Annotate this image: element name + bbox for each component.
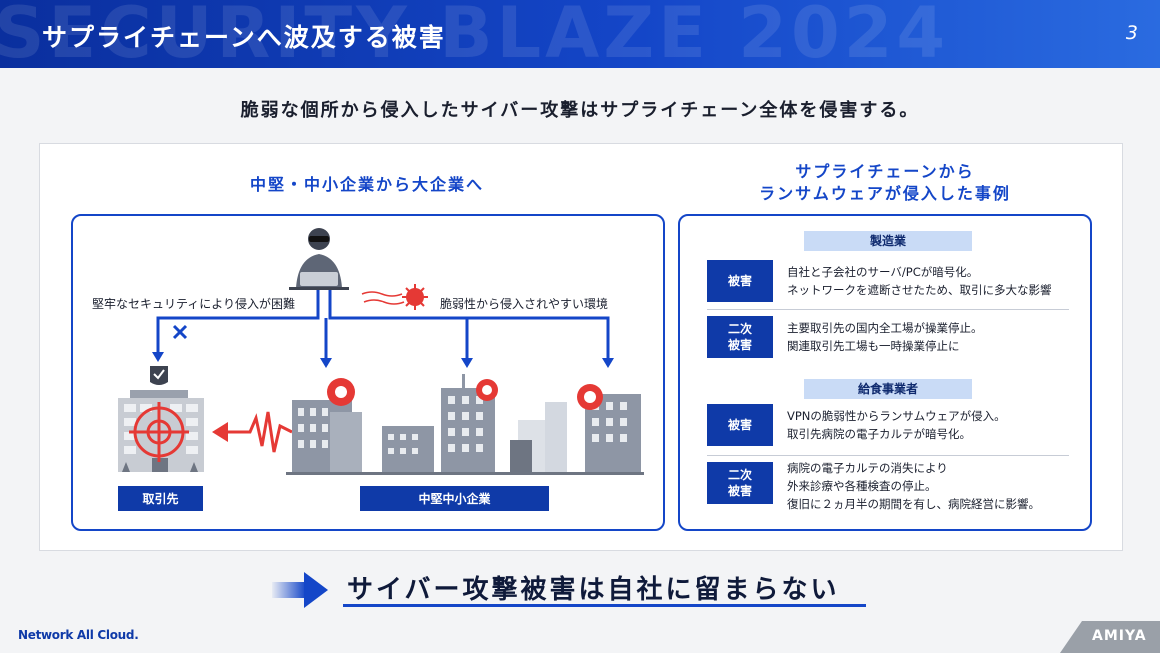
conclusion-underline	[343, 604, 866, 607]
tag-damage: 被害	[707, 260, 773, 302]
annotation-vulnerable: 脆弱性から侵入されやすい環境	[440, 297, 609, 311]
malware-skull-icons	[327, 378, 603, 410]
lead-text: 脆弱な個所から侵入したサイバー攻撃はサプライチェーン全体を侵害する。	[240, 100, 920, 121]
label-partner: 取引先	[118, 486, 203, 511]
left-heading: 中堅・中小企業から大企業へ	[249, 175, 484, 194]
right-heading-line2: ランサムウェアが侵入した事例	[759, 184, 1011, 203]
tag-damage: 被害	[707, 404, 773, 446]
attack-paths	[156, 290, 610, 360]
blocked-x-icon	[172, 324, 188, 340]
footer-logo-left: Network All Cloud.	[18, 628, 139, 642]
category-food-service: 給食事業者	[804, 379, 972, 399]
tag-secondary-damage: 二次 被害	[707, 316, 773, 358]
case-description: 主要取引先の国内全工場が操業停止。 関連取引先工場も一時操業停止に	[787, 321, 983, 353]
impact-arrow	[212, 411, 293, 453]
divider	[707, 309, 1069, 310]
partner-building	[118, 366, 204, 472]
arrow-heads	[152, 352, 614, 368]
slide-title: サプライチェーンへ波及する被害	[42, 23, 446, 52]
case-description: VPNの脆弱性からランサムウェアが侵入。 取引先病院の電子カルテが暗号化。	[787, 409, 1006, 441]
supply-chain-diagram-box	[71, 214, 665, 531]
case-description: 自社と子会社のサーバ/PCが暗号化。 ネットワークを遮断させたため、取引に多大な…	[787, 265, 1052, 297]
right-heading-line1: サプライチェーンから	[795, 162, 975, 181]
header-background-text: SECURITY BLAZE 2024	[0, 0, 950, 68]
slide-header: SECURITY BLAZE 2024 サプライチェーンへ波及する被害 3	[0, 0, 1160, 68]
conclusion-text: サイバー攻撃被害は自社に留まらない	[347, 575, 840, 605]
right-heading: サプライチェーンから ランサムウェアが侵入した事例	[679, 161, 1091, 205]
label-sme: 中堅中小企業	[360, 486, 549, 511]
target-icon	[129, 402, 189, 462]
conclusion-arrow-icon	[272, 572, 328, 608]
sme-buildings	[286, 374, 644, 475]
category-manufacturing: 製造業	[804, 231, 972, 251]
divider	[707, 455, 1069, 456]
annotation-robust-security: 堅牢なセキュリティにより侵入が困難	[92, 297, 296, 311]
hacker-icon	[289, 228, 349, 290]
case-description: 病院の電子カルテの消失により 外来診療や各種検査の停止。 復旧に２ヵ月半の期間を…	[787, 461, 1040, 511]
page-number: 3	[1125, 22, 1138, 44]
virus-icon	[361, 284, 428, 310]
tag-secondary-damage: 二次 被害	[707, 462, 773, 504]
